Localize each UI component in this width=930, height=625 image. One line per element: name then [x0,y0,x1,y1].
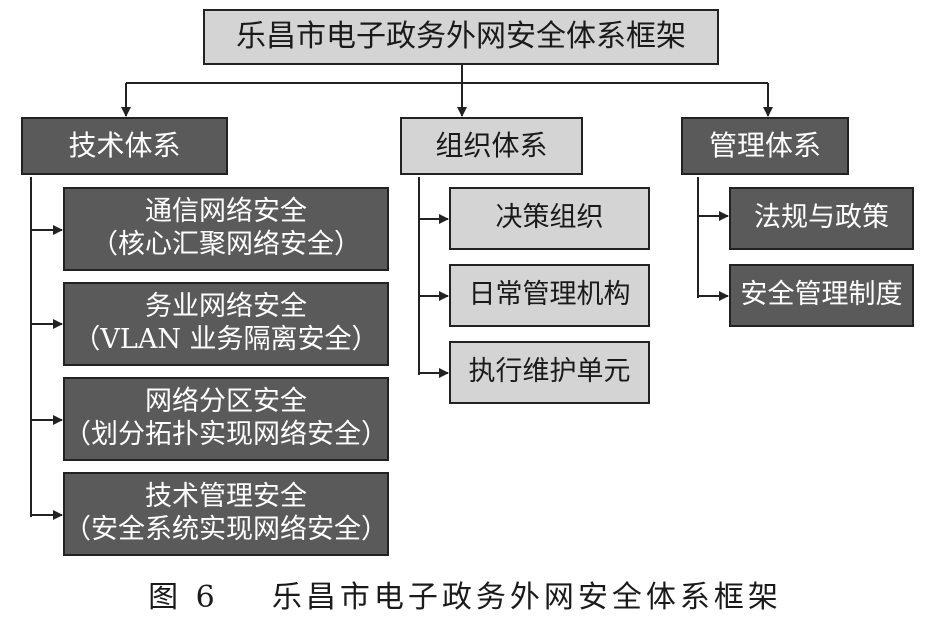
tech-item-network-zoning: 网络分区安全 （划分拓扑实现网络安全） [63,377,389,461]
caption-number: 图 6 [148,580,219,615]
item-title: 务业网络安全 [145,291,307,323]
item-subtitle: （划分拓扑实现网络安全） [64,419,388,450]
item-title: 安全管理制度 [740,279,903,311]
org-item-decision: 决策组织 [449,187,650,250]
category-label: 组织体系 [435,128,548,162]
caption-title: 乐昌市电子政务外网安全体系框架 [271,580,782,615]
item-subtitle: （核心汇聚网络安全） [91,229,361,260]
category-label: 技术体系 [68,128,181,162]
mgmt-item-security-rules: 安全管理制度 [729,264,914,327]
root-node: 乐昌市电子政务外网安全体系框架 [203,9,719,65]
item-title: 技术管理安全 [145,481,307,513]
item-title: 执行维护单元 [468,356,631,388]
item-title: 网络分区安全 [145,386,307,418]
org-item-daily-management: 日常管理机构 [449,264,650,327]
item-subtitle: （安全系统实现网络安全） [64,514,388,545]
item-subtitle: （VLAN 业务隔离安全） [73,324,379,355]
category-tech-system: 技术体系 [21,117,228,175]
mgmt-item-regulations: 法规与政策 [729,187,914,250]
item-title: 通信网络安全 [145,196,307,228]
root-label: 乐昌市电子政务外网安全体系框架 [236,18,686,54]
item-title: 决策组织 [495,202,604,234]
category-org-system: 组织体系 [400,117,583,175]
org-item-execution: 执行维护单元 [449,341,650,404]
tech-item-communication-network: 通信网络安全 （核心汇聚网络安全） [63,187,389,271]
item-title: 法规与政策 [754,202,889,234]
figure-caption: 图 6 乐昌市电子政务外网安全体系框架 [0,572,930,616]
category-mgmt-system: 管理体系 [681,117,849,175]
tech-item-business-network: 务业网络安全 （VLAN 业务隔离安全） [63,282,389,366]
category-label: 管理体系 [708,128,821,162]
tech-item-technical-management: 技术管理安全 （安全系统实现网络安全） [63,472,389,556]
item-title: 日常管理机构 [468,279,631,311]
